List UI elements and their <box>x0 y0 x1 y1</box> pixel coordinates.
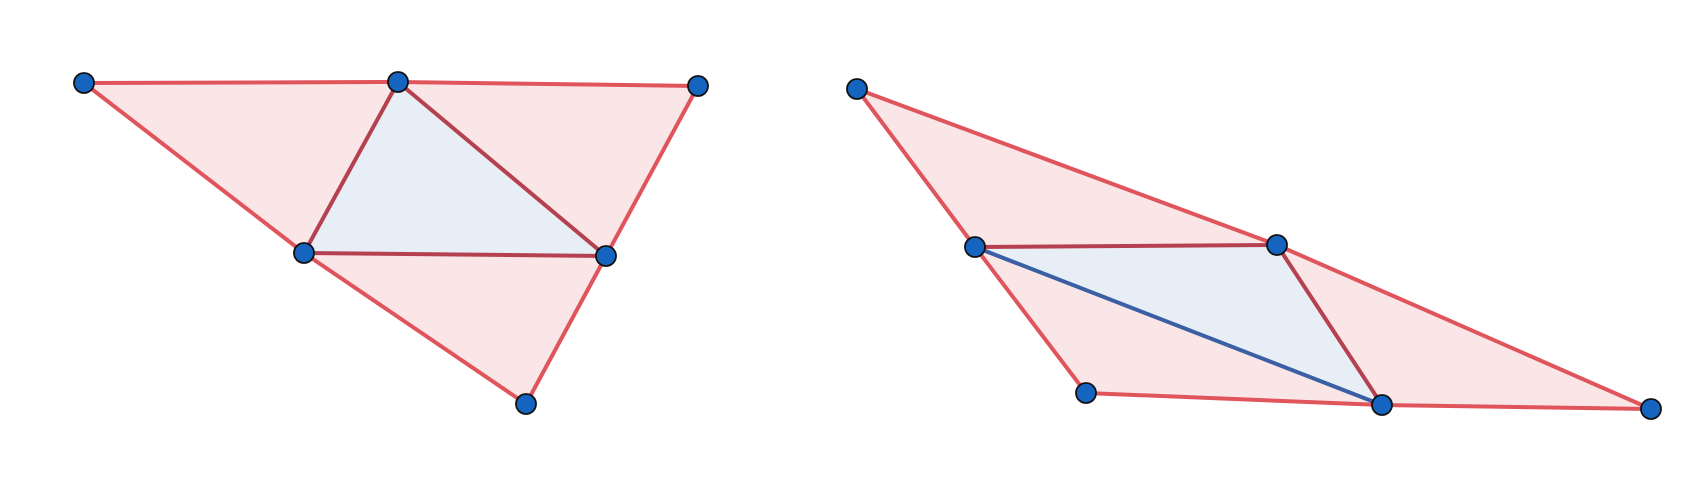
left-edge-lower-left <box>302 251 528 406</box>
right-vertex-top-left <box>846 78 868 100</box>
left-medial-edge-left <box>302 80 400 255</box>
left-edge-top-a <box>82 80 400 85</box>
right-vertex-mid-right <box>1266 234 1288 256</box>
right-inner-edge-right <box>1275 243 1384 407</box>
left-vertex-bottom <box>515 393 537 415</box>
left-outer-top-right-region <box>398 82 698 256</box>
right-edge-bottom-b <box>1380 403 1653 411</box>
left-edge-upper-right <box>604 84 700 258</box>
left-vertex-top-mid <box>387 71 409 93</box>
right-inner-diagonal <box>973 245 1384 407</box>
left-vertex-mid-left <box>293 242 315 264</box>
left-outer-top-left-region <box>84 82 398 253</box>
left-vertex-top-left <box>73 72 95 94</box>
right-panel <box>846 78 1662 420</box>
right-vertex-bottom-left <box>1075 382 1097 404</box>
right-inner-edge-top <box>973 243 1279 249</box>
left-outer-bottom-region <box>304 253 606 404</box>
left-edge-top-b <box>396 80 700 88</box>
right-edge-top-right <box>1275 243 1653 411</box>
left-edge-upper-left <box>82 81 306 255</box>
right-edge-bottom-a <box>1084 391 1384 407</box>
left-medial-edge-right <box>396 80 608 258</box>
right-edge-upper-left <box>855 87 977 249</box>
right-vertex-bottom-mid <box>1371 394 1393 416</box>
right-edge-lower-left <box>973 245 1088 395</box>
left-panel <box>73 71 709 415</box>
right-vertex-mid-left <box>964 236 986 258</box>
right-edge-top-long <box>855 87 1279 247</box>
left-vertex-top-right <box>687 75 709 97</box>
left-medial-edge-bottom <box>302 251 608 258</box>
left-inner-medial-region <box>304 82 606 256</box>
left-vertex-mid-right <box>595 245 617 267</box>
left-edge-lower-right <box>524 254 608 406</box>
right-vertex-bottom-right <box>1640 398 1662 420</box>
